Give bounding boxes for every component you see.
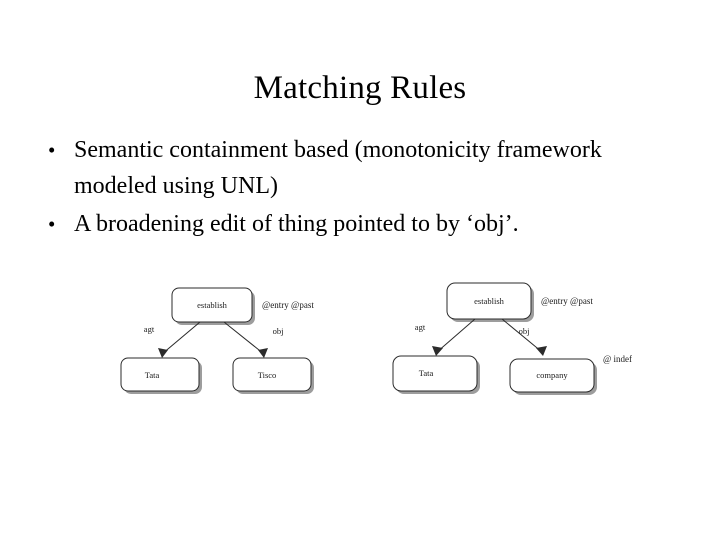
graph-node-label: establish [474,296,504,306]
graph-node-agt-target: Tata [120,357,202,394]
target-unl-graph: establish @entry @past agt obj [382,272,662,402]
bullet-marker-icon: • [48,212,56,236]
node-attribute-label: @ indef [603,354,632,364]
bullet-text: Semantic containment based (monotonicity… [74,137,602,199]
graph-node-agt-target: Tata [392,355,480,394]
root-attributes-label: @entry @past [541,296,593,306]
graph-edge-agt: agt [415,318,476,356]
bullet-text: A broadening edit of thing pointed to by… [74,211,519,237]
source-unl-graph: establish @entry @past agt obj [112,272,352,402]
graph-node-root: establish [171,287,255,325]
bullet-marker-icon: • [48,138,56,162]
graph-node-label: company [536,370,568,380]
graph-edge-label: obj [519,326,530,336]
graph-edge-obj: obj [501,318,547,356]
graph-node-label: Tisco [258,370,277,380]
diagram-area: establish @entry @past agt obj [0,272,720,402]
graph-edge-agt: agt [144,321,201,358]
graph-edge-label: agt [415,322,426,332]
graph-node-label: Tata [145,370,160,380]
root-attributes-label: @entry @past [262,300,314,310]
page-title: Matching Rules [253,70,467,107]
list-item: • Semantic containment based (monotonici… [34,132,689,204]
graph-node-obj-target: company [509,358,597,395]
graph-node-root: establish [446,282,534,322]
list-item: • A broadening edit of thing pointed to … [34,206,689,242]
graph-node-label: Tata [419,368,434,378]
graph-node-obj-target: Tisco [232,357,314,394]
graph-node-label: establish [197,300,227,310]
graph-edge-label: agt [144,324,155,334]
graph-edge-label: obj [273,326,284,336]
bullet-list: • Semantic containment based (monotonici… [34,132,689,244]
graph-edge-obj: obj [223,321,284,358]
